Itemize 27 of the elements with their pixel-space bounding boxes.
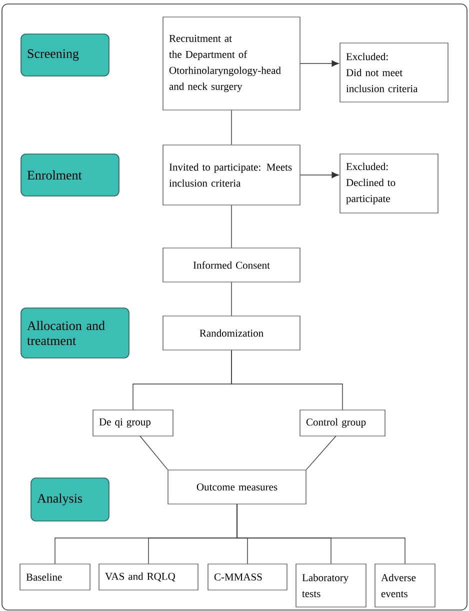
phase-label: Analysis <box>30 478 110 522</box>
connector-line <box>306 436 336 470</box>
phase-label: Allocation and treatment <box>20 308 130 358</box>
process-box: VAS and RQLQ <box>98 564 198 590</box>
process-box: Recruitment at the Department of Otorhinolaryngology-head and neck surgery <box>162 16 300 110</box>
process-box: Randomization <box>162 316 300 350</box>
phase-label: Screening <box>20 34 110 76</box>
process-box: Control group <box>300 410 386 436</box>
process-box: C-MMASS <box>208 564 288 590</box>
process-box: Outcome measures <box>168 470 306 504</box>
connector-line <box>236 504 406 564</box>
connector-line <box>231 282 232 316</box>
connector-line <box>231 204 232 248</box>
process-box: Excluded: Declined to participate <box>340 154 438 214</box>
process-box: Invited to participate: Meets inclusion criteria <box>162 144 300 206</box>
process-box: De qi group <box>92 410 174 436</box>
process-box: Baseline <box>20 564 90 590</box>
process-box: Informed Consent <box>162 248 300 282</box>
connector-line <box>140 436 168 470</box>
connector-line <box>231 350 343 410</box>
connector-line <box>231 110 232 146</box>
connector-line <box>300 172 339 178</box>
process-box: Adverse events <box>374 564 436 608</box>
process-box: Laboratory tests <box>296 564 366 608</box>
connector-line <box>300 60 339 67</box>
process-box: Excluded: Did not meet inclusion criteria <box>340 42 448 102</box>
phase-label: Enrolment <box>20 154 120 196</box>
